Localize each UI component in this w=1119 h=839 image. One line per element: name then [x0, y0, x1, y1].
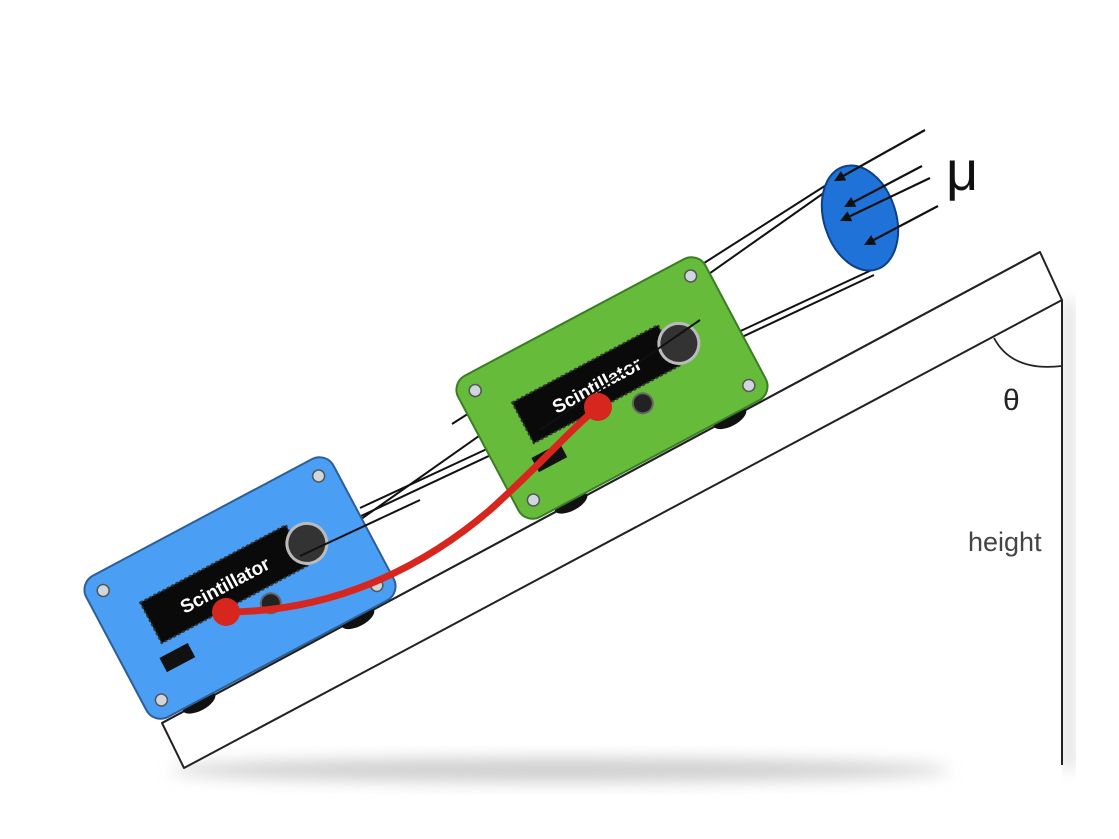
pmt-knob	[657, 321, 701, 365]
cable-end	[584, 393, 612, 421]
screw-icon	[311, 469, 326, 483]
muon-beam-aperture	[820, 164, 900, 272]
acceptance-cone-front	[299, 319, 701, 557]
muon-label: μ	[946, 139, 978, 202]
screw-icon	[742, 378, 756, 393]
angle-label: θ	[1003, 384, 1020, 417]
detector-upper: Scintillator	[455, 256, 769, 520]
height-label: height	[968, 527, 1042, 557]
led-indicator	[631, 392, 654, 415]
connector-port	[159, 642, 196, 673]
ramp-edge	[161, 251, 1041, 724]
coincidence-cable	[222, 403, 602, 616]
screw-icon	[154, 693, 169, 707]
ground-shadow	[170, 758, 950, 782]
muon-arrows	[834, 129, 939, 246]
pmt-knob	[285, 521, 329, 565]
screw-icon	[468, 383, 482, 398]
screw-icon	[96, 583, 110, 598]
screw-icon	[526, 493, 541, 507]
screw-icon	[683, 269, 698, 283]
angle-arc	[993, 337, 1063, 368]
wall-shadow	[1064, 300, 1074, 770]
cable-end	[212, 598, 240, 626]
